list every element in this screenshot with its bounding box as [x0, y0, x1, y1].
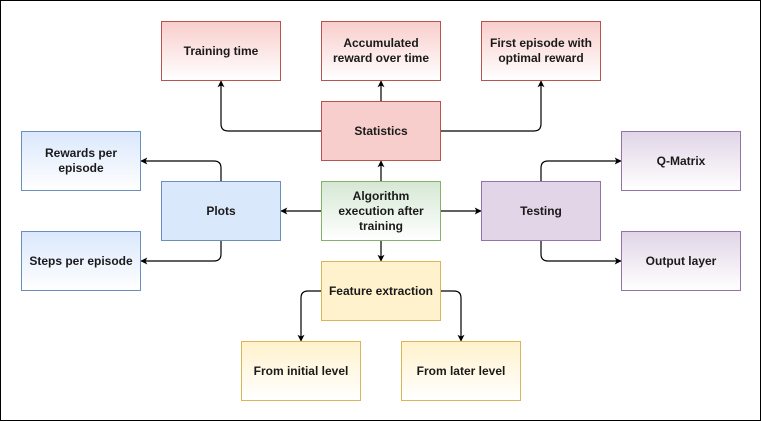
edge-testing-to-output-layer	[540, 241, 622, 265]
node-q-matrix: Q-Matrix	[621, 131, 741, 191]
node-feature-extraction: Feature extraction	[321, 261, 441, 321]
node-from-later-level: From later level	[401, 341, 521, 401]
node-testing: Testing	[481, 181, 601, 241]
node-training-time: Training time	[161, 21, 281, 81]
edge-plots-to-steps-per-episode	[140, 241, 222, 265]
node-algorithm-execution: Algorithm execution after training	[321, 181, 441, 241]
node-plots: Plots	[161, 181, 281, 241]
edge-testing-to-q-matrix	[540, 157, 622, 181]
node-statistics: Statistics	[321, 101, 441, 161]
edge-feature-to-from-later-level	[441, 290, 465, 342]
node-from-initial-level: From initial level	[241, 341, 361, 401]
node-accumulated-reward: Accumulated reward over time	[321, 21, 441, 81]
edge-plots-to-rewards-per-episode	[140, 157, 222, 181]
node-rewards-per-episode: Rewards per episode	[21, 131, 141, 191]
node-steps-per-episode: Steps per episode	[21, 231, 141, 291]
edge-statistics-to-training-time	[217, 80, 321, 132]
node-output-layer: Output layer	[621, 231, 741, 291]
node-first-episode: First episode with optimal reward	[481, 21, 601, 81]
edge-feature-to-from-initial-level	[297, 290, 321, 342]
edge-statistics-to-first-episode	[441, 80, 545, 132]
